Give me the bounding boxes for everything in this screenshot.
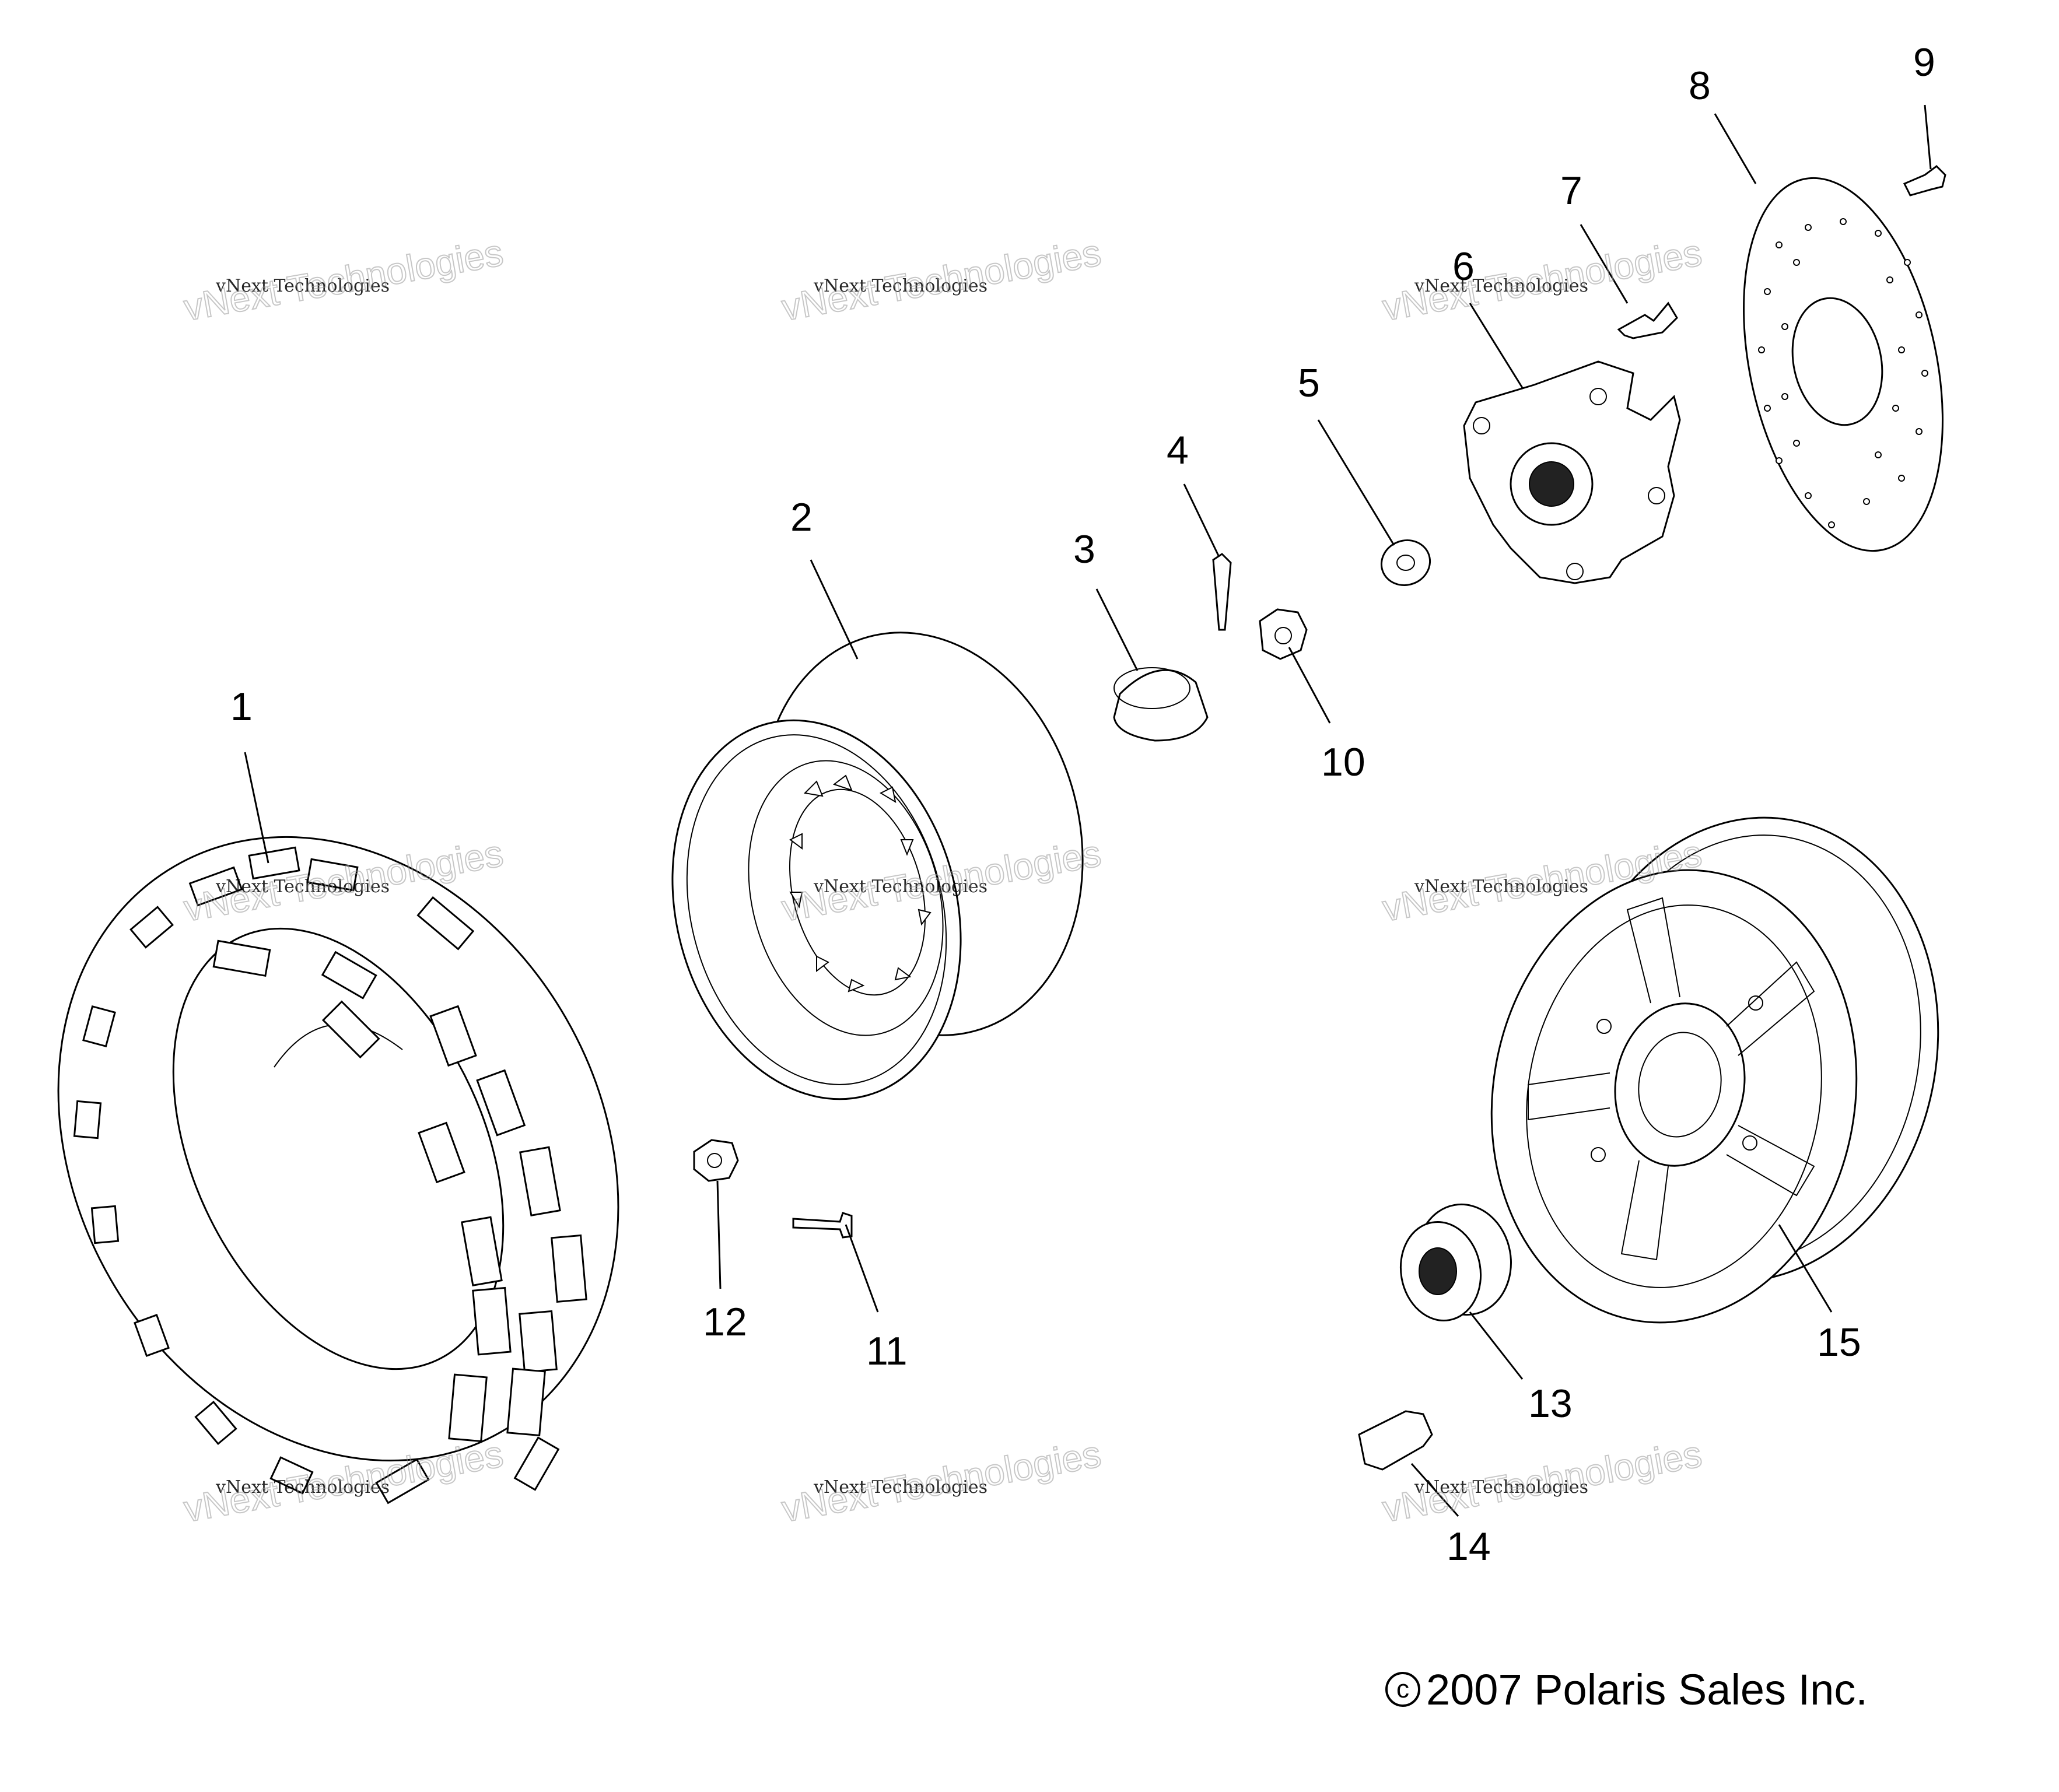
callout-7: 7	[1560, 169, 1582, 213]
callout-12: 12	[703, 1300, 747, 1344]
svg-text:vNext Technologies: vNext Technologies	[813, 1477, 988, 1498]
svg-text:vNext Technologies: vNext Technologies	[813, 276, 988, 296]
part-bolt-7	[1617, 301, 1678, 339]
svg-text:vNext Technologies: vNext Technologies	[1379, 232, 1705, 329]
watermark: vNext Technologies vNext Technologies	[180, 231, 507, 329]
callout-15: 15	[1817, 1320, 1861, 1365]
part-castle-nut	[1259, 608, 1308, 660]
part-alloy-wheel	[1490, 816, 1939, 1324]
part-lug-nut	[693, 1139, 739, 1182]
part-rim	[671, 632, 1084, 1100]
callout-10: 10	[1321, 740, 1365, 784]
callout-labels: 1 2 3 4 5 6 7 8 9 10 11 12 13 14 15	[230, 40, 1935, 1569]
watermark: vNext Technologies vNext Technologies	[1379, 231, 1706, 329]
svg-text:vNext Technologies: vNext Technologies	[181, 232, 506, 329]
watermark: vNext Technologies vNext Technologies	[1379, 1432, 1706, 1531]
part-hub	[1463, 360, 1681, 584]
callout-6: 6	[1452, 244, 1475, 289]
svg-text:vNext Technologies: vNext Technologies	[1414, 876, 1588, 897]
part-center-cap	[1399, 1203, 1512, 1322]
svg-text:vNext Technologies: vNext Technologies	[1414, 276, 1588, 296]
watermark: vNext Technologies vNext Technologies	[778, 1432, 1105, 1531]
callout-13: 13	[1528, 1381, 1573, 1426]
part-cotter-pin	[1212, 553, 1232, 631]
callout-1: 1	[230, 685, 253, 729]
callout-3: 3	[1073, 527, 1095, 571]
svg-text:vNext Technologies: vNext Technologies	[779, 1433, 1104, 1530]
svg-text:vNext Technologies: vNext Technologies	[215, 1477, 390, 1498]
callout-4: 4	[1167, 428, 1189, 472]
part-washer	[1380, 539, 1431, 586]
part-valve-stem	[1358, 1410, 1433, 1471]
part-hub-cap	[1113, 667, 1209, 742]
part-brake-disc	[1743, 177, 1944, 552]
callout-11: 11	[866, 1329, 908, 1373]
copyright-icon: c	[1385, 1672, 1420, 1707]
copyright-text: 2007 Polaris Sales Inc.	[1426, 1665, 1868, 1714]
part-bolt-11	[792, 1212, 853, 1239]
part-tire	[57, 836, 619, 1505]
callout-9: 9	[1913, 40, 1935, 85]
svg-text:vNext Technologies: vNext Technologies	[1414, 1477, 1588, 1498]
part-bolt-9	[1903, 165, 1946, 197]
svg-text:vNext Technologies: vNext Technologies	[215, 876, 390, 897]
callout-14: 14	[1447, 1524, 1491, 1569]
svg-text:vNext Technologies: vNext Technologies	[1379, 1433, 1705, 1530]
svg-text:vNext Technologies: vNext Technologies	[215, 276, 390, 296]
callout-2: 2	[790, 495, 813, 539]
svg-text:vNext Technologies: vNext Technologies	[813, 876, 988, 897]
callout-5: 5	[1298, 361, 1320, 405]
leader-lines	[244, 104, 1932, 1517]
callout-8: 8	[1689, 64, 1711, 108]
svg-text:vNext Technologies: vNext Technologies	[779, 232, 1104, 329]
watermark: vNext Technologies vNext Technologies	[778, 231, 1105, 329]
